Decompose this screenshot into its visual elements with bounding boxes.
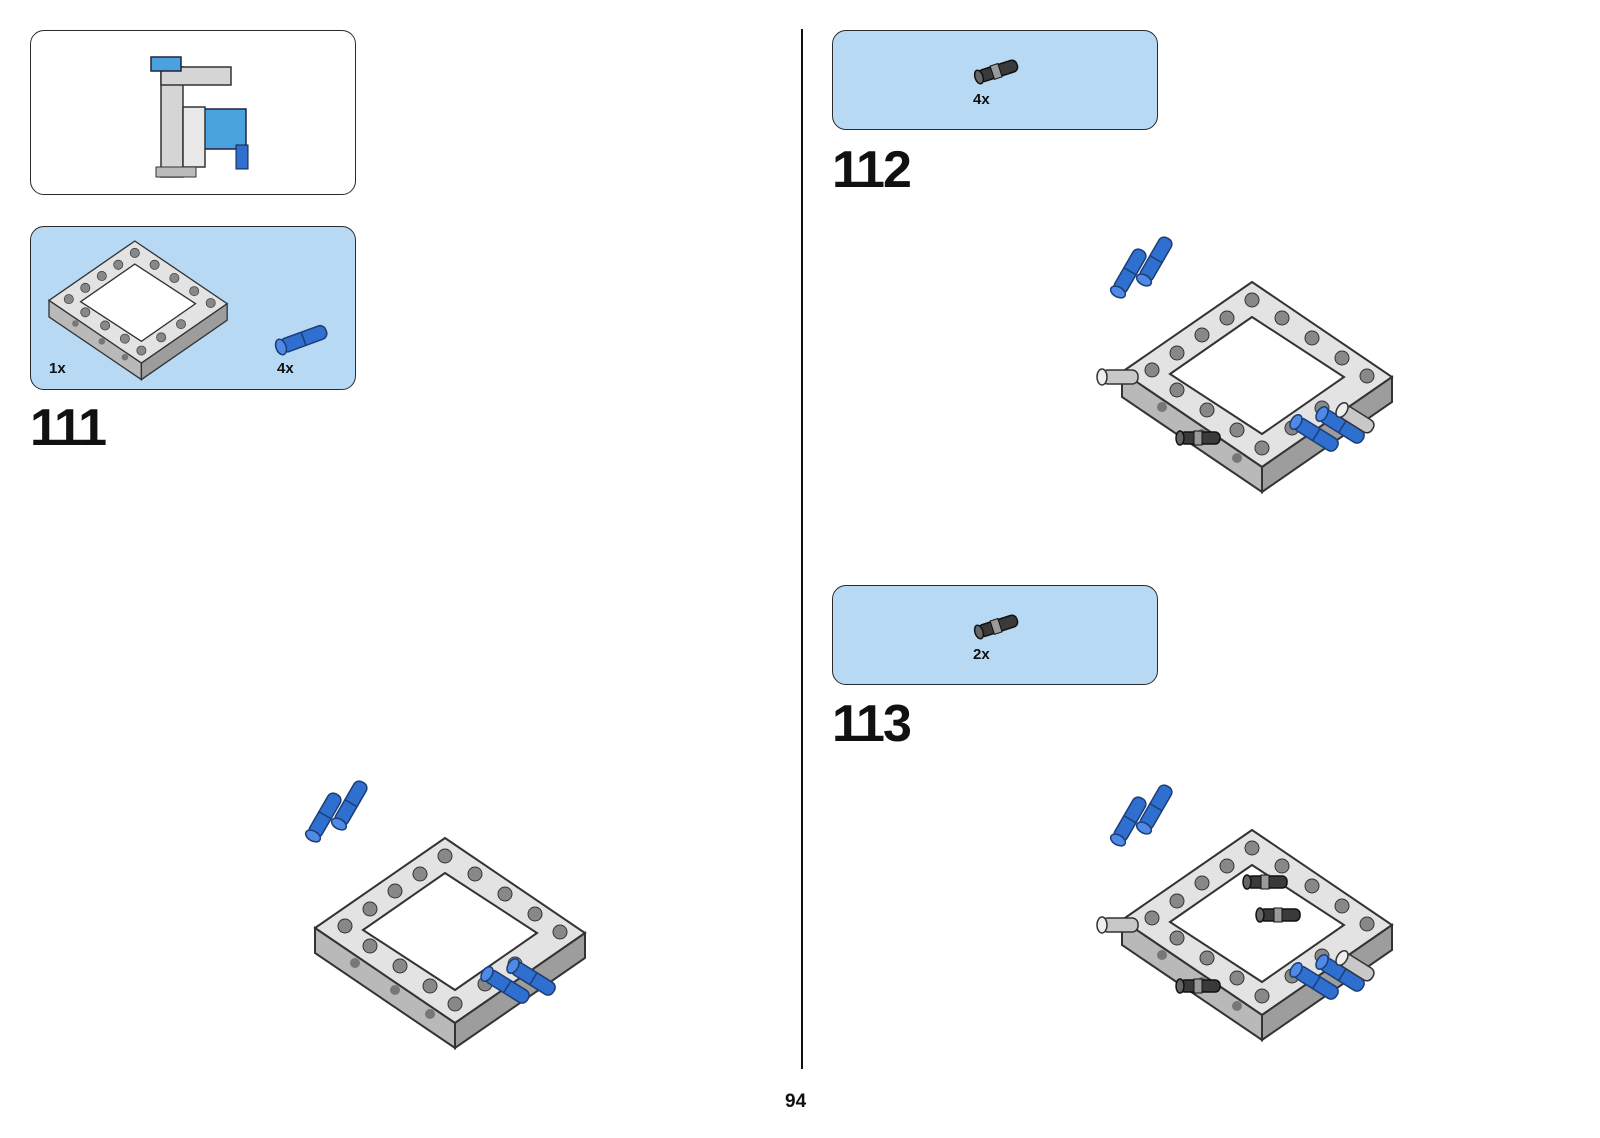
page-number: 94 bbox=[785, 1091, 806, 1113]
step-111-assembly-image bbox=[295, 818, 585, 1058]
part-quantity-black-pin: 4x bbox=[973, 91, 990, 108]
black-axle-pin-part-icon bbox=[973, 610, 1033, 640]
step-112-assembly-image bbox=[1102, 272, 1402, 502]
step-number-112: 112 bbox=[832, 144, 910, 196]
step-number-111: 111 bbox=[30, 402, 105, 454]
step-113-parts-callout: 2x bbox=[832, 585, 1158, 685]
page-divider bbox=[801, 29, 803, 1069]
part-quantity-open-frame: 1x bbox=[49, 360, 66, 377]
step-111-parts-callout: 1x 4x bbox=[30, 226, 356, 390]
submodel-preview-image bbox=[131, 47, 261, 187]
step-113-assembly-image bbox=[1102, 820, 1402, 1050]
blue-long-pin-part-icon bbox=[275, 319, 345, 359]
submodel-preview-callout bbox=[30, 30, 356, 195]
step-112-parts-callout: 4x bbox=[832, 30, 1158, 130]
open-frame-part-icon bbox=[49, 241, 229, 351]
part-quantity-black-pin: 2x bbox=[973, 646, 990, 663]
part-quantity-blue-pin: 4x bbox=[277, 360, 294, 377]
black-axle-pin-part-icon bbox=[973, 55, 1033, 85]
step-number-113: 113 bbox=[832, 698, 910, 750]
